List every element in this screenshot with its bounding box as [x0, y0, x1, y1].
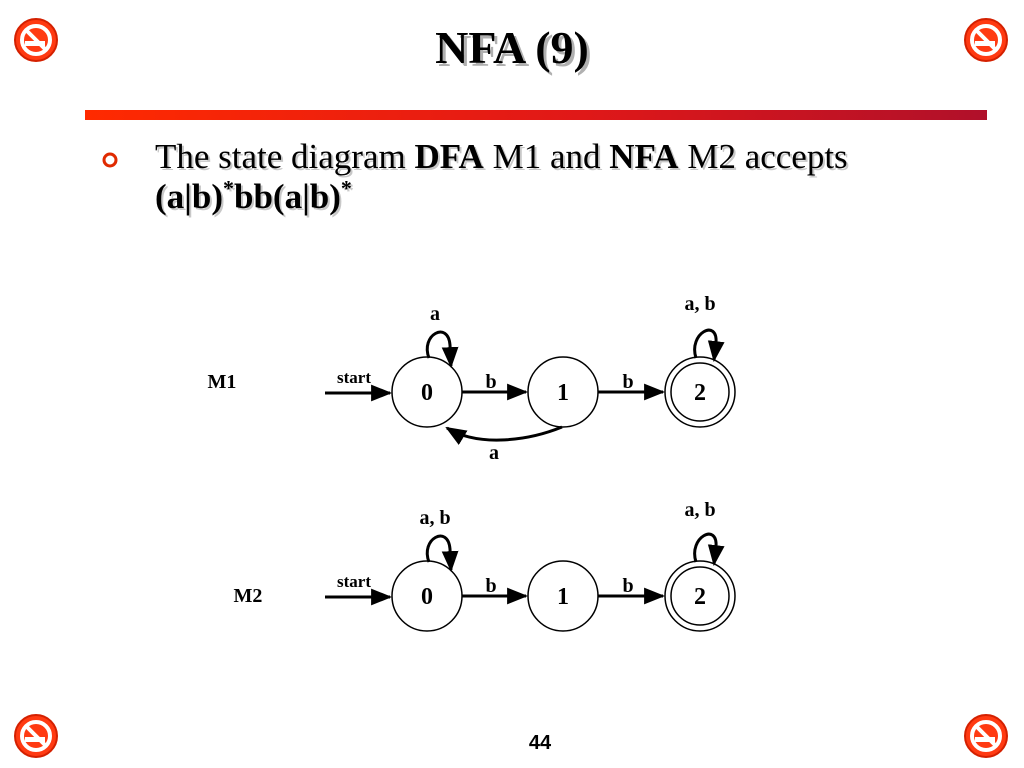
bullet-text-part: M2 accepts: [678, 137, 848, 176]
self-loop-2-label: a, b: [684, 499, 715, 521]
edge-0-to-1-label: b: [485, 575, 496, 597]
self-loop-2-label: a, b: [684, 293, 715, 315]
edge-1-to-2-label: b: [622, 575, 633, 597]
self-loop-0: [425, 534, 459, 573]
state-0-label: 0: [421, 380, 433, 406]
bullet-text-part: M1 and: [483, 137, 610, 176]
bullet-text: The state diagram DFA M1 and NFA M2 acce…: [155, 137, 995, 217]
no-smoking-icon: [14, 18, 58, 62]
state-1-label: 1: [557, 584, 569, 610]
self-loop-0-label: a: [430, 303, 440, 325]
state-2-label: 2: [694, 584, 706, 610]
regex-part: bb(a|b): [233, 177, 341, 216]
machine-label-m1: M1: [208, 371, 237, 393]
no-smoking-icon: [964, 714, 1008, 758]
self-loop-2: [693, 532, 725, 567]
no-smoking-icon: [964, 18, 1008, 62]
circle-bullet-icon: [102, 152, 118, 168]
bullet-text-nfa: NFA: [609, 137, 679, 176]
state-0-label: 0: [421, 584, 433, 610]
regex-part: (a|b): [155, 177, 223, 216]
bullet-text-dfa: DFA: [414, 137, 484, 176]
nfa-m2: M2 start 0 1 2 a, b b b a, b: [234, 499, 736, 632]
title-divider: [85, 110, 987, 120]
state-2-accepting-inner: [670, 362, 730, 422]
state-2-accepting-inner: [670, 566, 730, 626]
page-number: 44: [528, 732, 552, 754]
edge-1-to-0-label: a: [489, 442, 499, 464]
self-loop-2: [693, 328, 725, 363]
machine-label-m2: M2: [234, 585, 263, 607]
state-1-label: 1: [557, 380, 569, 406]
regex-star: *: [222, 175, 234, 201]
regex-star: *: [340, 175, 352, 201]
start-label: start: [337, 368, 371, 387]
slide-title: NFA (9): [435, 22, 589, 73]
state-2-label: 2: [694, 380, 706, 406]
edge-0-to-1-label: b: [485, 371, 496, 393]
regular-expression: (a|b)*bb(a|b)*: [155, 177, 352, 216]
dfa-m1: M1 start 0 1 2 a b b a a, b: [208, 293, 736, 464]
edge-1-to-0: [445, 425, 563, 445]
self-loop-0-label: a, b: [419, 507, 450, 529]
bullet-text-part: The state diagram: [155, 137, 415, 176]
start-label: start: [337, 572, 371, 591]
self-loop-0: [425, 330, 459, 369]
no-smoking-icon: [14, 714, 58, 758]
edge-1-to-2-label: b: [622, 371, 633, 393]
